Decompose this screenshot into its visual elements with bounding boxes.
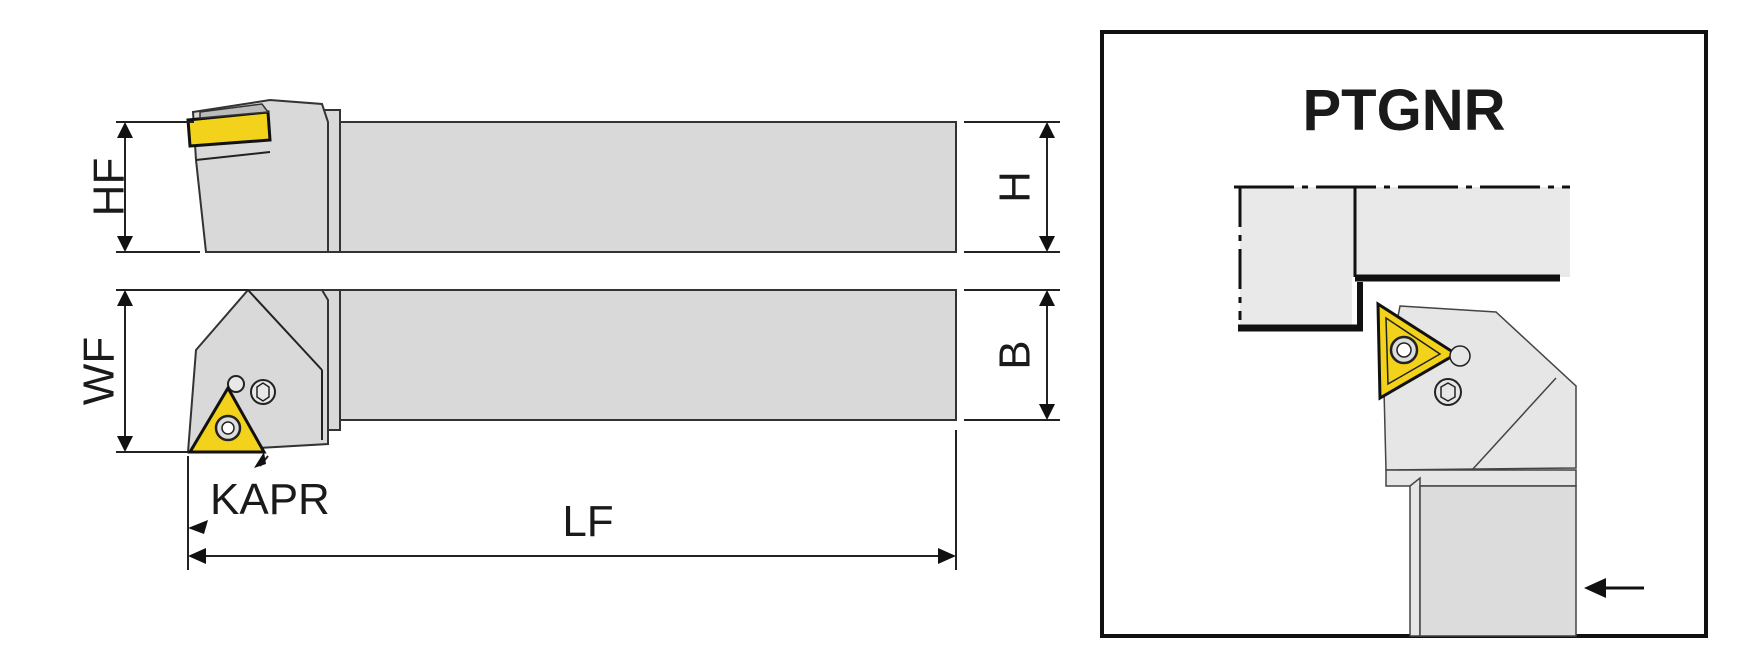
feed-direction-arrow — [1584, 578, 1644, 598]
lf-label: LF — [562, 497, 613, 546]
workpiece — [1234, 185, 1570, 332]
b-label: B — [991, 340, 1040, 369]
detail-tool-shank — [1419, 485, 1577, 637]
detail-panel: PTGNR — [1100, 30, 1708, 638]
b-dimension: B — [964, 289, 1060, 421]
shank-side — [337, 121, 957, 253]
tool-holder-side-view — [186, 98, 957, 253]
detail-tool — [1376, 301, 1577, 637]
tool-holder-plan-view — [186, 289, 957, 454]
kapr-dimension: KAPR — [187, 452, 330, 570]
h-dimension: H — [964, 121, 1060, 253]
clamp-screw — [250, 379, 276, 405]
shank-plan — [337, 289, 957, 421]
kapr-label: KAPR — [210, 475, 330, 524]
wf-label: WF — [75, 337, 124, 405]
lf-dimension: LF — [188, 430, 957, 570]
wf-dimension: WF — [75, 289, 248, 453]
hf-dimension: HF — [85, 121, 200, 253]
h-label: H — [991, 171, 1040, 203]
hf-label: HF — [85, 158, 134, 217]
detail-title: PTGNR — [1303, 78, 1506, 143]
